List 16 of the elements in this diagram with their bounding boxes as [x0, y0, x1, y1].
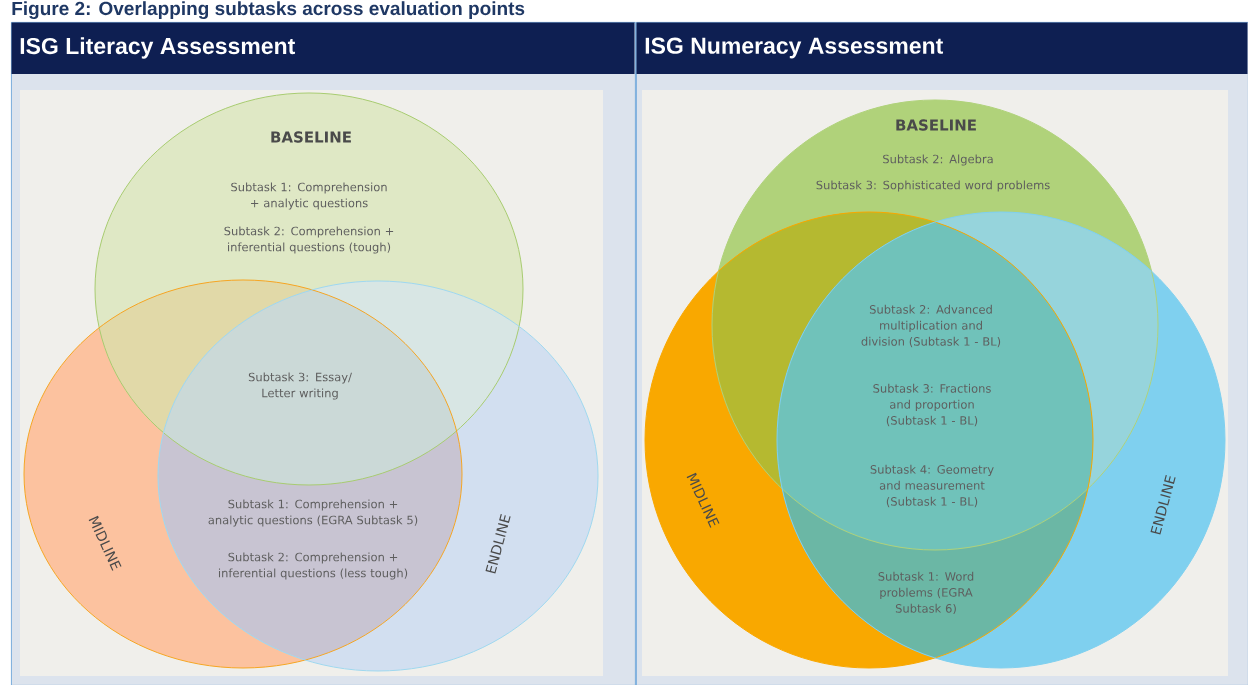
header-text: ISG Literacy Assessment — [20, 37, 296, 59]
subtask-text: Subtask 4: Geometry and measurement (Subtask 1 - BL) — [870, 464, 994, 508]
subtask-text: Subtask 3: Sophisticated word problems — [816, 180, 1050, 192]
subtask-text: Subtask 2: Comprehension + inferential questions (tough) — [224, 226, 394, 254]
subtask-text: Subtask 3: Fractions and proportion (Subtask 1 - BL) — [873, 383, 991, 427]
subtask-text: Subtask 1: Word problems (EGRA Subtask 6) — [878, 571, 974, 615]
subtask-text: Subtask 2: Comprehension + inferential questions (less tough) — [219, 552, 408, 580]
header-text: ISG Numeracy Assessment — [645, 37, 943, 59]
subtask-text: Subtask 1: Comprehension + analytic questions (EGRA Subtask 5) — [208, 499, 418, 527]
subtask-text: Subtask 1: Comprehension + analytic questions — [231, 182, 387, 210]
circle-title: BASELINE — [271, 131, 351, 143]
subtask-text: Subtask 2: Advanced multiplication and division (Subtask 1 - BL) — [861, 304, 1001, 348]
subtask-text: Subtask 3: Essay/ Letter writing — [248, 372, 352, 400]
subtask-text: Subtask 2: Algebra — [883, 154, 993, 166]
figure-title: Figure 2: Overlapping subtasks across evaluation points — [12, 1, 525, 19]
circle-title: BASELINE — [896, 119, 976, 131]
